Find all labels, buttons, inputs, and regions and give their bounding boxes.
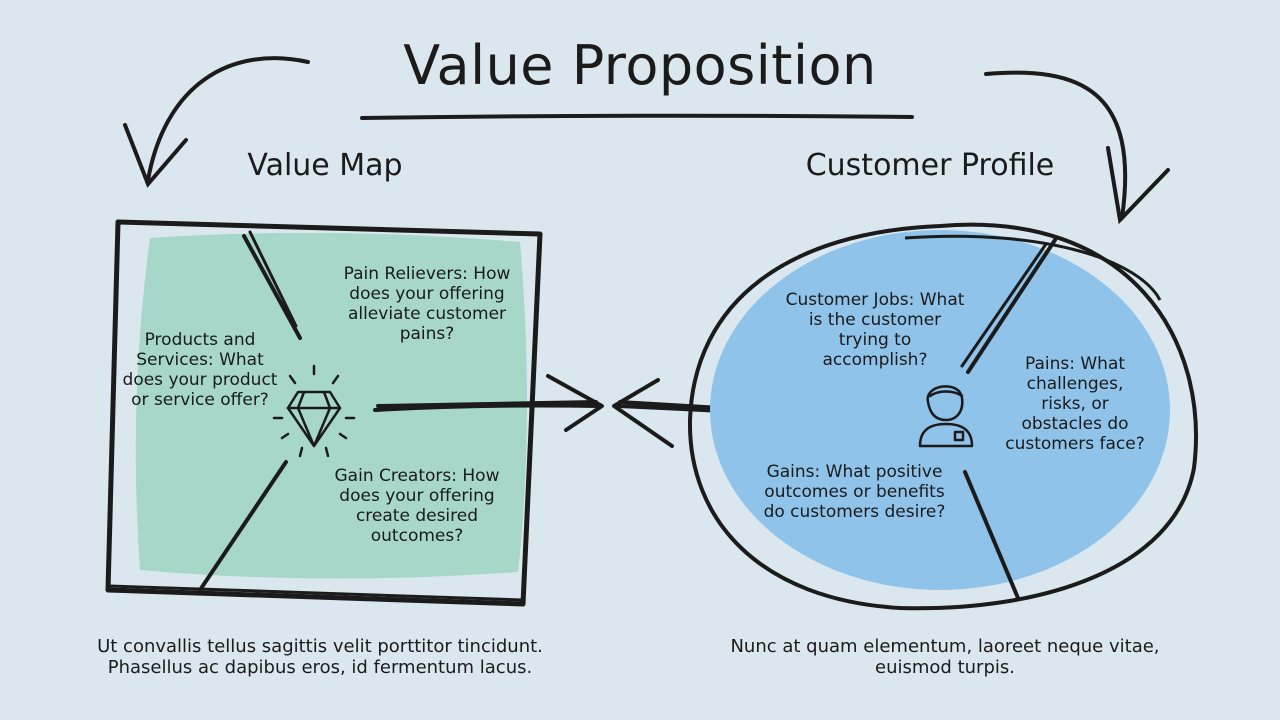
customer-jobs-text: Customer Jobs: What is the customer tryi… [785, 290, 965, 371]
diamond-icon [272, 364, 356, 458]
gains-text: Gains: What positive outcomes or benefit… [763, 462, 946, 523]
pain-relievers-text: Pain Relievers: How does your offering a… [343, 264, 511, 345]
curved-arrow-right-icon [984, 70, 1170, 225]
gain-creators-text: Gain Creators: How does your offering cr… [334, 466, 500, 547]
pains-text: Pains: What challenges, risks, or obstac… [1005, 354, 1145, 455]
curved-arrow-left-icon [123, 56, 310, 188]
page-title: Value Proposition [403, 34, 877, 97]
title-underline [360, 113, 914, 120]
customer-profile-caption: Nunc at quam elementum, laoreet neque vi… [730, 636, 1160, 679]
customer-profile-circle [687, 222, 1198, 611]
value-map-heading: Value Map [247, 148, 403, 183]
products-services-text: Products and Services: What does your pr… [122, 330, 278, 411]
customer-profile-heading: Customer Profile [805, 148, 1055, 183]
value-map-caption: Ut convallis tellus sagittis velit portt… [97, 636, 543, 679]
customer-person-icon [918, 385, 974, 448]
value-map-square [105, 219, 543, 607]
